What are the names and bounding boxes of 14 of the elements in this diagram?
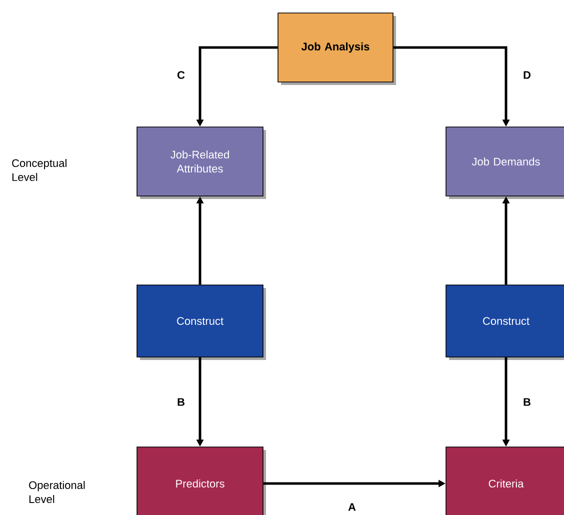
edge-label: B bbox=[178, 398, 184, 406]
process-box: Job Analysis bbox=[278, 12, 394, 82]
concept-box: Job Demands bbox=[446, 126, 564, 196]
level-label: Operational Level bbox=[29, 480, 85, 504]
measure-box: Predictors bbox=[136, 446, 264, 515]
construct-box: Construct bbox=[446, 284, 564, 358]
level-label: Conceptual Level bbox=[12, 158, 66, 182]
concept-box: Job-Related Attributes bbox=[136, 126, 264, 196]
edge-label: B bbox=[524, 398, 530, 406]
edge-label: C bbox=[177, 71, 185, 79]
measure-box: Criteria bbox=[446, 446, 564, 515]
edge-label: A bbox=[348, 503, 356, 511]
edge-label: D bbox=[524, 71, 531, 79]
construct-box: Construct bbox=[136, 284, 264, 358]
